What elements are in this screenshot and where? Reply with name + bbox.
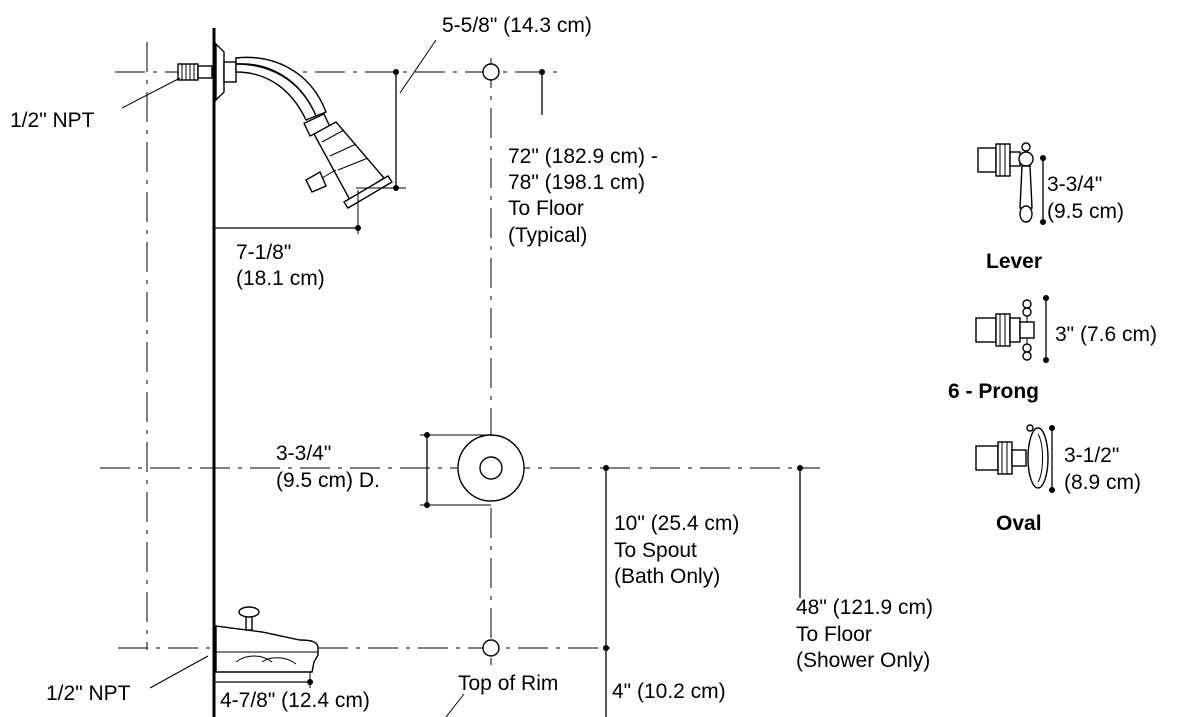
top-of-rim-label: Top of Rim [458,672,558,695]
npt-bottom-label: 1/2" NPT [46,682,131,705]
lever-dim-line-1: 3-3/4" [1047,173,1102,196]
shower-height-line-1: 72" (182.9 cm) - [508,145,658,168]
showerhead-center-mark [482,63,500,81]
spout-center-mark [482,639,500,657]
rim-dim-label: 4" (10.2 cm) [612,680,726,703]
escutcheon-dim-line-1: 3-3/4" [276,442,331,465]
spout-dim-line-3: (Bath Only) [614,565,720,588]
oval-dim-line-2: (8.9 cm) [1064,471,1141,494]
shower-height-line-4: (Typical) [508,224,587,247]
shower-height-line-2: 78" (198.1 cm) [508,171,645,194]
lever-title: Lever [986,250,1042,273]
shower-head-assembly [177,42,393,209]
shower-height-line-3: To Floor [508,197,584,220]
valve-escutcheon [457,434,525,502]
lever-handle-drawing [977,142,1046,225]
oval-handle-drawing [975,424,1055,493]
npt-top-label: 1/2" NPT [10,109,95,132]
valve-floor-line-3: (Shower Only) [796,649,930,672]
lever-dim-line-2: (9.5 cm) [1047,200,1124,223]
oval-title: Oval [996,512,1042,535]
spout-dim-line-1: 10" (25.4 cm) [614,512,739,535]
spout-dim-line-2: To Spout [614,539,697,562]
tub-spout [215,606,319,673]
dimension-lines [121,39,803,717]
arm-reach-line-2: (18.1 cm) [236,267,325,290]
oval-dim-line-1: 3-1/2" [1064,444,1119,467]
spout-reach-label: 4-7/8" (12.4 cm) [220,689,370,712]
arm-reach-line-1: 7-1/8" [236,241,291,264]
top-dim-label: 5-5/8" (14.3 cm) [442,14,592,37]
prong-dim-line-1: 3" (7.6 cm) [1055,323,1157,346]
prong-handle-drawing [975,295,1049,363]
valve-floor-line-1: 48" (121.9 cm) [796,596,933,619]
escutcheon-dim-line-2: (9.5 cm) D. [276,469,380,492]
valve-floor-line-2: To Floor [796,623,872,646]
prong-title: 6 - Prong [948,380,1039,403]
